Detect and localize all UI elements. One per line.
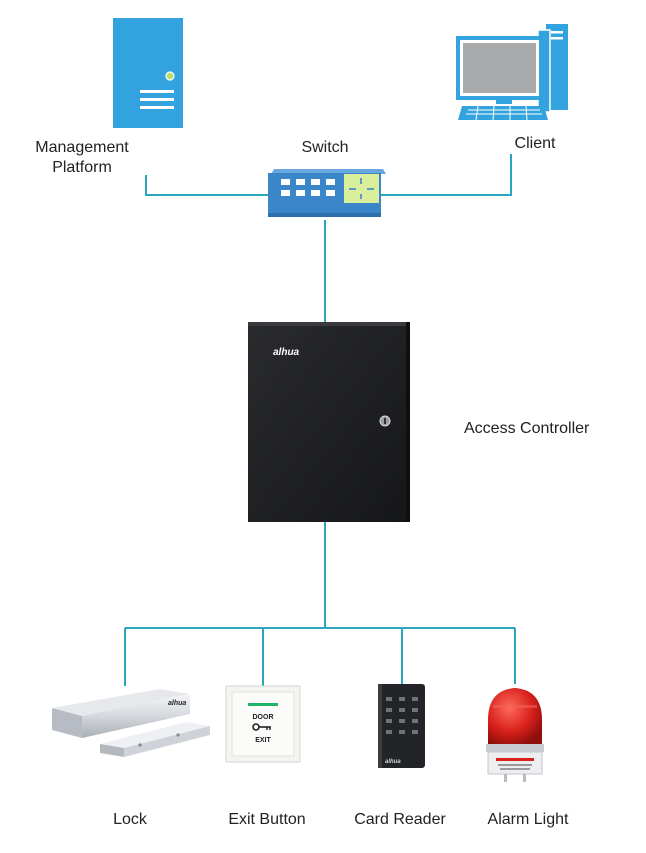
management-platform-label: Management Platform [20, 138, 144, 178]
computer-icon [456, 24, 568, 121]
access-controller-device: alhua [248, 322, 410, 522]
management-platform-label-line2: Platform [52, 159, 112, 176]
switch-icon [268, 169, 386, 217]
card-reader-device: alhua [378, 684, 425, 768]
exit-button-label: Exit Button [228, 811, 306, 828]
client-label: Client [514, 135, 556, 152]
exit-plate-door-text: DOOR [253, 714, 274, 721]
lock-label: Lock [113, 811, 147, 828]
link-client-switch [381, 154, 512, 196]
lock-brand-logo: alhua [168, 700, 186, 707]
controller-brand-logo: alhua [273, 347, 300, 358]
connectors [124, 154, 516, 686]
alarm-light-label: Alarm Light [487, 811, 569, 828]
alarm-light-device [486, 688, 544, 782]
server-icon [113, 18, 183, 128]
management-platform-label-line1: Management [35, 139, 129, 156]
link-platform-switch [145, 175, 268, 196]
access-controller-label: Access Controller [464, 420, 590, 437]
lock-device: alhua [52, 689, 210, 757]
reader-brand-logo: alhua [385, 759, 401, 765]
exit-plate-exit-text: EXIT [255, 737, 271, 744]
card-reader-label: Card Reader [354, 811, 446, 828]
exit-button-device: DOOR EXIT [225, 685, 301, 763]
key-icon [252, 723, 271, 731]
switch-label: Switch [301, 139, 349, 156]
